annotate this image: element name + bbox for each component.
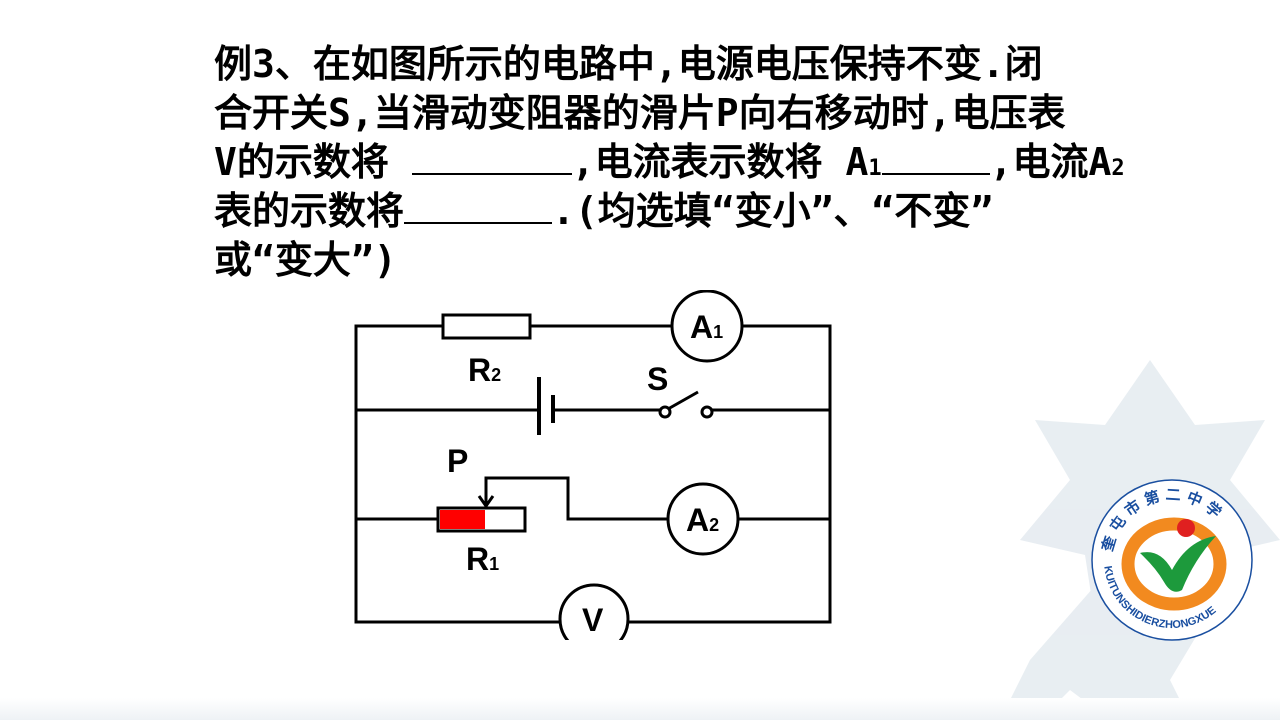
voltmeter-v-label: V	[582, 602, 604, 638]
answer-blank-v[interactable]	[411, 143, 572, 175]
logo-orange-ring	[1121, 517, 1227, 611]
question-subscript-1: 1	[868, 156, 882, 181]
answer-blank-a2[interactable]	[404, 192, 553, 224]
question-text: 例3、在如图所示的电路中,电源电压保持不变.闭 合开关S,当滑动变阻器的滑片P向…	[214, 40, 1174, 285]
ammeter-a1	[670, 290, 744, 363]
voltmeter-v	[558, 583, 630, 640]
switch-lever[interactable]	[667, 390, 699, 411]
question-line-5: 或“变大”)	[214, 238, 397, 282]
label-r1: R1	[466, 541, 499, 577]
question-line-3: V的示数将 ,电流表示数将 A1 ,电流A2	[214, 138, 1174, 187]
question-line-2: 合开关S,当滑动变阻器的滑片P向右移动时,电压表	[214, 91, 1066, 135]
question-line-3-part-b: ,电流表示数将 A	[571, 140, 869, 184]
slider-p-arrowhead[interactable]	[477, 495, 495, 509]
ammeter-a2	[666, 482, 740, 556]
label-p: P	[447, 443, 468, 479]
question-line-1: 例3、在如图所示的电路中,电源电压保持不变.闭	[214, 42, 1043, 86]
resistor-r2	[441, 313, 532, 340]
question-line-4-part-a: 表的示数将	[214, 189, 405, 233]
ammeter-a2-label: A2	[686, 502, 719, 538]
question-line-3-part-c: ,电流A	[989, 140, 1112, 184]
question-line-4: 表的示数将 .(均选填“变小”、“不变”	[214, 187, 1174, 236]
ammeter-a1-label: A1	[690, 309, 723, 345]
label-r2: R2	[468, 352, 501, 388]
question-line-3-part-a: V的示数将	[214, 140, 412, 184]
logo-red-dot	[1177, 519, 1195, 537]
switch-terminal-right[interactable]	[700, 405, 714, 419]
logo-green-figure	[1140, 536, 1216, 592]
switch-terminal-left[interactable]	[658, 405, 672, 419]
footer-strip	[0, 698, 1280, 720]
question-subscript-2: 2	[1111, 156, 1125, 181]
circuit-diagram: A1 A2 V R2 S P R1	[354, 290, 832, 640]
question-line-4-part-b: .(均选填“变小”、“不变”	[552, 189, 994, 233]
label-s: S	[647, 361, 668, 397]
rheostat-r1-active	[440, 510, 485, 529]
answer-blank-a1[interactable]	[881, 143, 990, 175]
school-logo: 奎屯市第二中学 KUITUNSHIDIERZHONGXUE	[1091, 479, 1253, 641]
